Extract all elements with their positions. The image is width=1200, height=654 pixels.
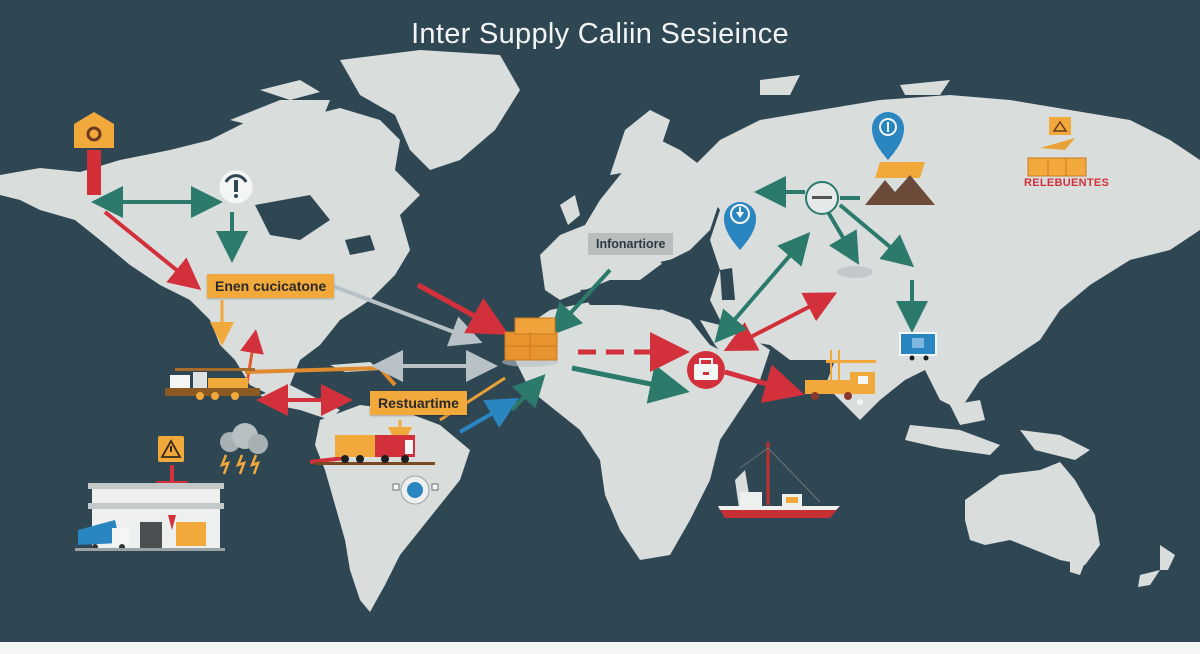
label-south-america: Restuartime bbox=[370, 391, 467, 415]
monitor-cart-icon bbox=[899, 332, 937, 361]
cloud-icon bbox=[837, 266, 873, 278]
storm-cloud-icon bbox=[219, 423, 268, 475]
warehouse-icon bbox=[75, 483, 225, 551]
label-europe: Infonartiore bbox=[588, 233, 674, 255]
briefcase-hub-icon bbox=[687, 351, 725, 389]
route-arrows bbox=[91, 176, 928, 513]
globe-network-icon bbox=[392, 475, 439, 505]
location-pin-info-icon bbox=[872, 112, 904, 160]
europe bbox=[540, 140, 720, 300]
resources-crates-icon bbox=[1027, 117, 1087, 177]
cargo-ship-icon bbox=[718, 442, 840, 518]
crane-truck-icon bbox=[805, 350, 876, 405]
cargo-boxes-icon bbox=[502, 317, 558, 367]
mountain-solar-icon bbox=[865, 162, 935, 205]
info-alert-icon bbox=[218, 169, 254, 205]
australia bbox=[965, 462, 1100, 565]
north-america bbox=[0, 108, 420, 395]
delivery-truck-icon bbox=[315, 435, 435, 465]
freight-train-icon bbox=[165, 368, 260, 400]
label-east-asia: RELEBUENTES bbox=[1024, 177, 1110, 189]
asia bbox=[690, 95, 1200, 420]
label-north-america: Enen cucicatone bbox=[207, 274, 335, 298]
location-pin-download-icon bbox=[724, 202, 756, 250]
map-title: Inter Supply Caliin Sesieince bbox=[411, 18, 789, 50]
home-gear-icon bbox=[74, 112, 114, 195]
bottom-strip bbox=[0, 642, 1200, 654]
drone-hub-icon bbox=[805, 181, 839, 215]
greenland bbox=[340, 50, 520, 170]
warning-icon bbox=[158, 436, 184, 462]
